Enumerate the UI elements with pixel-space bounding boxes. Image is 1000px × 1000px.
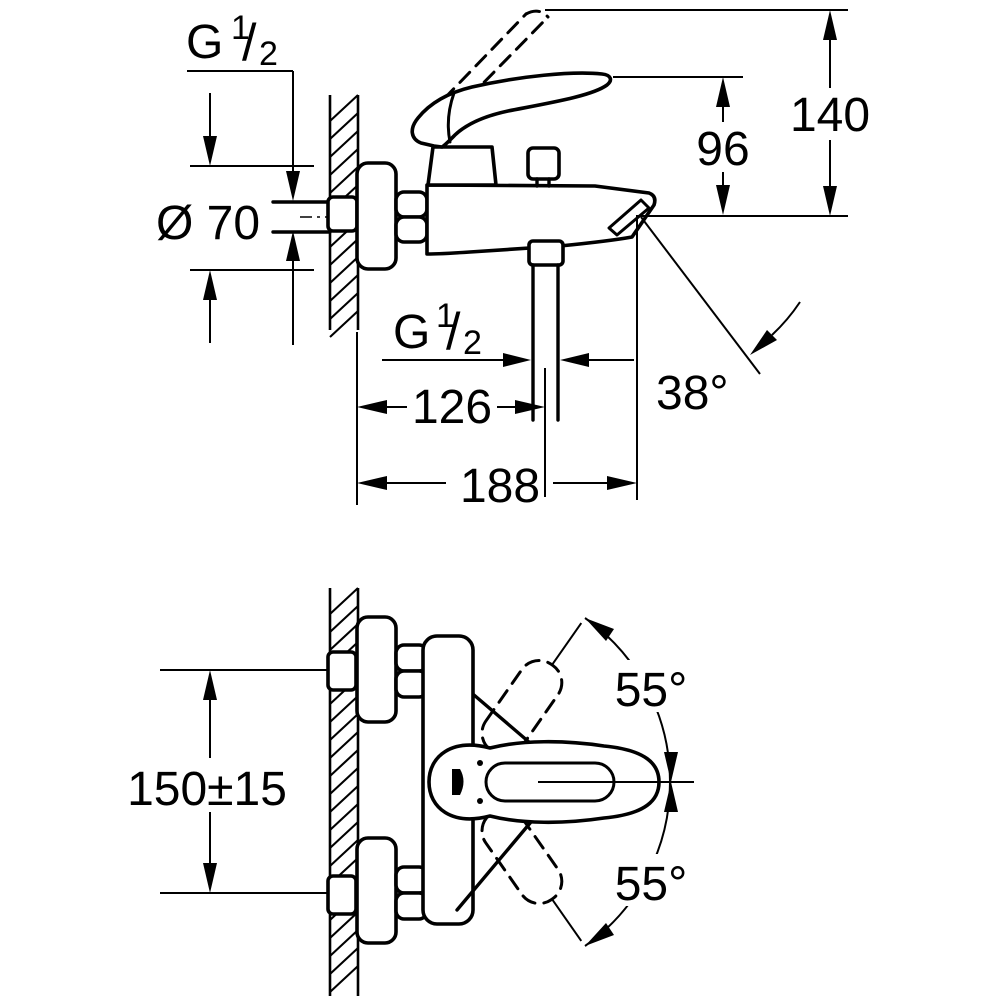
dim-spout-reach: 126 (356, 332, 546, 505)
dim-spout-height: 96 (613, 76, 750, 215)
dim-label-escutcheon-diameter: Ø 70 (156, 197, 260, 250)
front-view: 55° 55° 150±15 (127, 587, 698, 996)
dim-label-thread-wall-slash: / (242, 14, 257, 72)
dim-label-thread-shower-sub: 2 (463, 324, 482, 362)
dim-label-connection-distance: 150±15 (127, 763, 287, 816)
upper-union-nut (326, 650, 358, 692)
escutcheon-side (355, 161, 398, 271)
dim-overall-height: 140 (545, 9, 870, 217)
lever-logo-mark (452, 769, 464, 795)
dim-label-thread-wall-sup: 1 (231, 9, 250, 47)
spout-body (425, 183, 657, 256)
dim-label-thread-wall-sub: 2 (259, 35, 278, 73)
dim-label-lever-swing-lower: 55° (615, 858, 688, 911)
dim-spray-angle: 38° (640, 216, 801, 420)
dim-label-lever-swing-upper: 55° (615, 664, 688, 717)
lever-handle-side (410, 71, 613, 149)
dim-label-overall-height: 140 (790, 89, 870, 142)
diverter-knob (526, 146, 561, 188)
upper-connection (326, 615, 429, 724)
lower-union-nut (326, 874, 358, 916)
dim-connection-distance: 150±15 (127, 669, 327, 894)
wall-section-front (328, 587, 360, 996)
shower-hose (527, 239, 565, 422)
aerator (607, 198, 651, 237)
dim-label-spray-angle: 38° (656, 367, 729, 420)
upper-escutcheon (355, 615, 398, 724)
union-hex-nut-side (394, 190, 429, 244)
cartridge-base (426, 145, 498, 187)
dim-label-thread-shower-slash: / (446, 303, 461, 361)
dim-overall-depth: 188 (357, 218, 638, 513)
dim-label-overall-depth: 188 (460, 460, 540, 513)
dim-thread-shower: G 1 / 2 (382, 297, 634, 367)
dim-label-thread-shower-sup: 1 (436, 297, 455, 335)
lever-dashed-up (480, 622, 583, 757)
dim-escutcheon-diameter: Ø 70 (156, 93, 314, 343)
dim-label-spout-reach: 126 (412, 381, 492, 434)
dim-lever-swing: 55° 55° (584, 617, 698, 947)
dim-thread-wall: G 1 / 2 (186, 9, 300, 345)
side-view: G 1 / 2 Ø 70 96 (156, 9, 870, 513)
wall-union-nut (326, 195, 359, 233)
dim-label-spout-height: 96 (696, 123, 749, 176)
lower-escutcheon (355, 836, 398, 945)
dim-label-thread-wall-g: G (186, 16, 223, 69)
dim-label-thread-shower-g: G (393, 306, 430, 359)
lever-dashed-down (480, 807, 583, 942)
